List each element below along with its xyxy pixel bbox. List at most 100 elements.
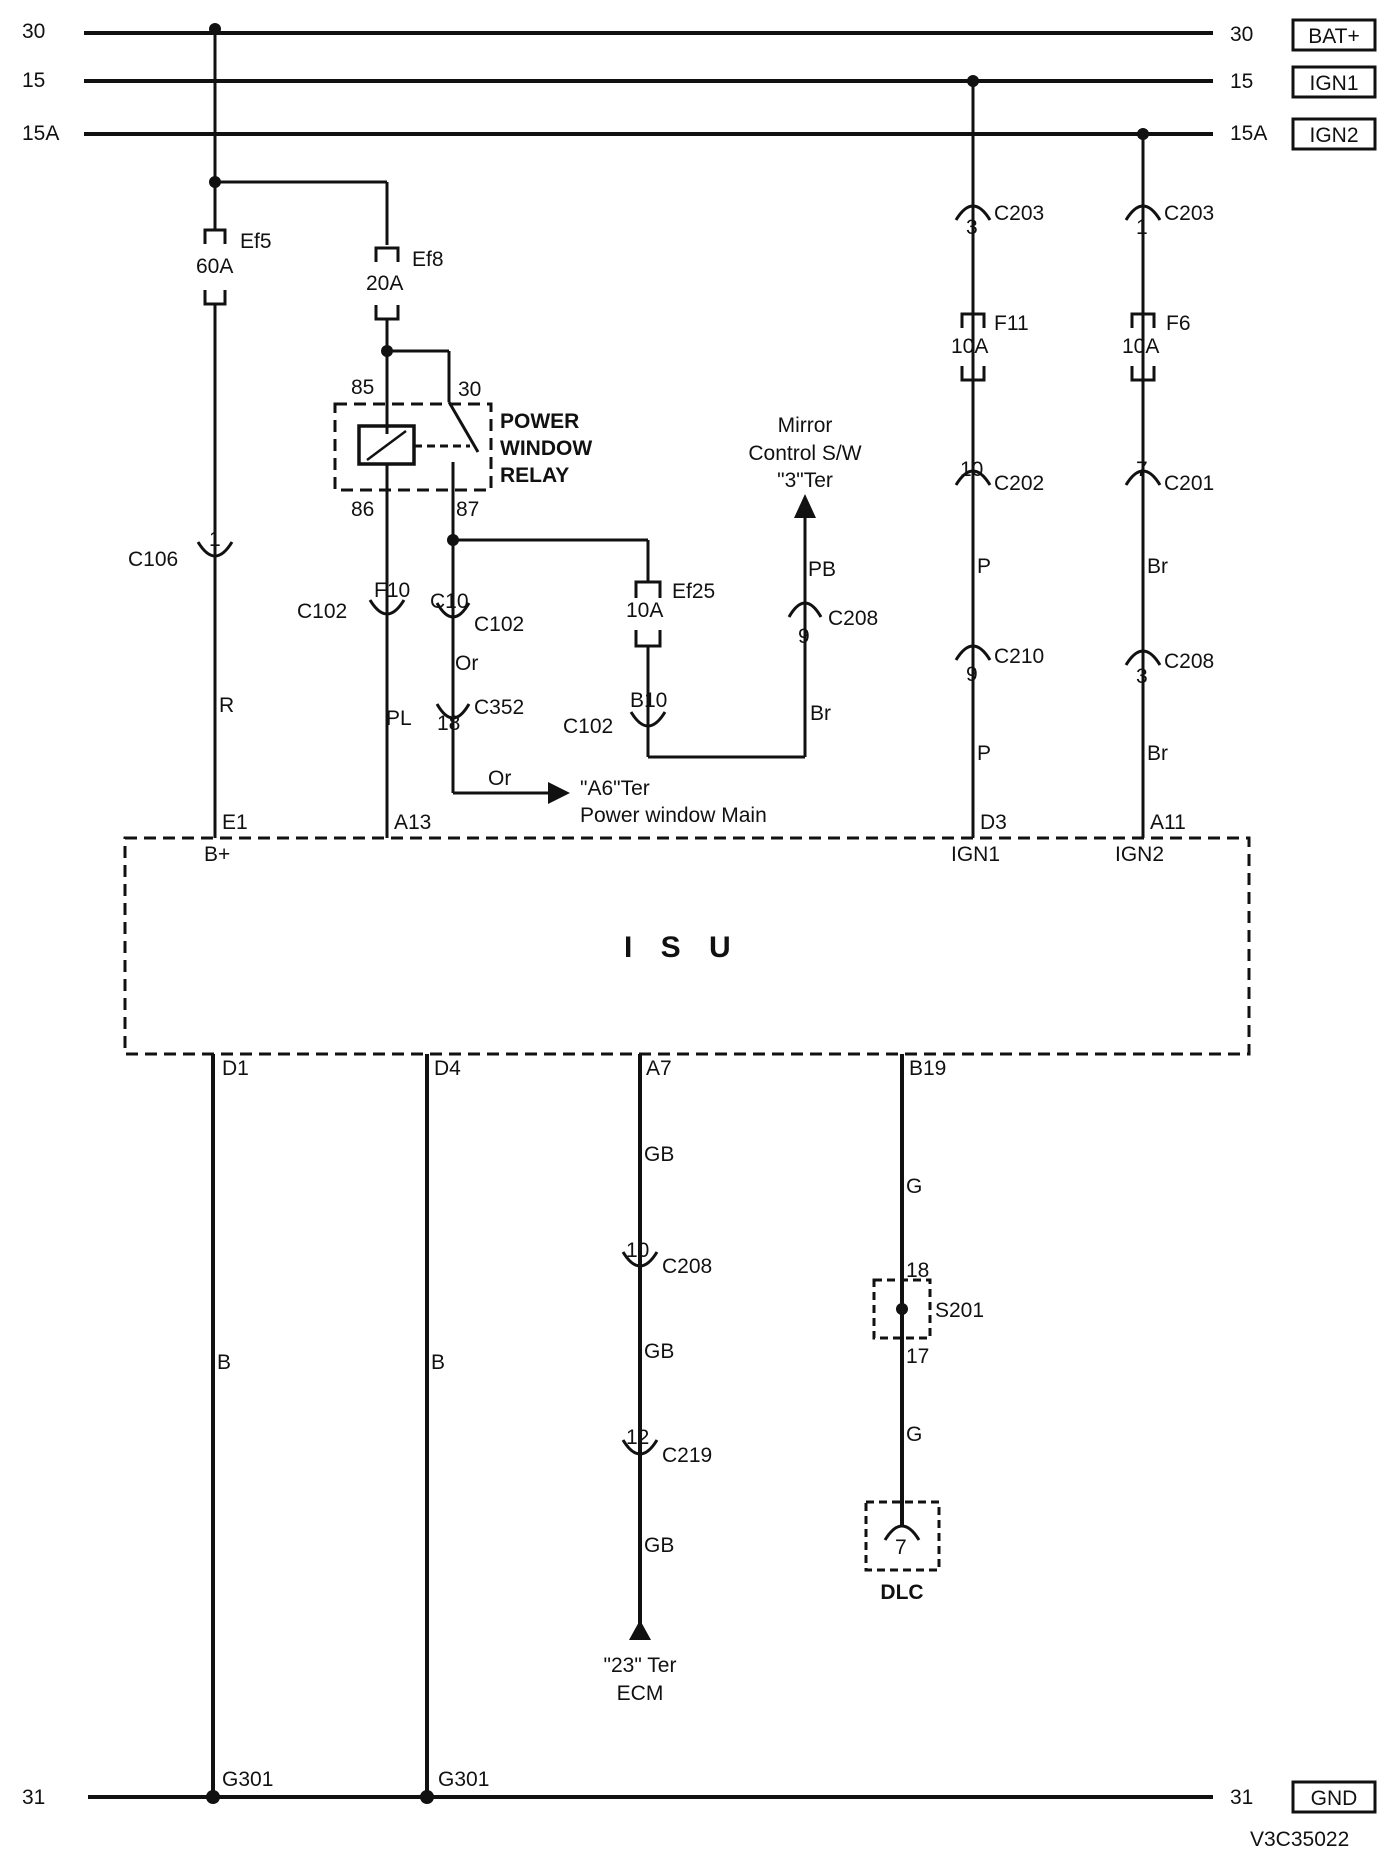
fuse-f11-rating: 10A <box>951 335 988 358</box>
fuse-f6-name: F6 <box>1166 312 1191 335</box>
connector-c201-name: C201 <box>1164 472 1214 495</box>
relay-title-line2: WINDOW <box>500 437 592 460</box>
connector-c201-pin: 7 <box>1136 458 1148 481</box>
fuse-ef25-top <box>634 580 662 598</box>
fuse-ef5-name: Ef5 <box>240 230 272 253</box>
connector-c201-symbol <box>1124 469 1162 486</box>
relay-switch-arm <box>447 401 480 453</box>
circuit-ign2: 1 C203 F6 10A 7 C201 Br 3 C208 Br A11 <box>1122 128 1214 838</box>
figure-id: V3C35022 <box>1250 1828 1349 1851</box>
isu-box <box>123 836 1251 1056</box>
wire-color-g2: G <box>906 1423 922 1446</box>
isu-pin-d4: D4 <box>434 1057 461 1080</box>
ign1-tag: IGN1 <box>1309 72 1358 95</box>
rail-15a-right-label: 15A <box>1230 122 1267 145</box>
splice-s201-name: S201 <box>935 1299 984 1322</box>
relay-title-line3: RELAY <box>500 464 569 487</box>
wire-color-d1: B <box>217 1351 231 1374</box>
connector-c102-f10-name: C102 <box>297 600 347 623</box>
connector-c210-name: C210 <box>994 645 1044 668</box>
ign2-tag: IGN2 <box>1309 124 1358 147</box>
connector-c208-ign2-pin: 3 <box>1136 665 1148 688</box>
fuse-f11-bottom <box>960 366 986 382</box>
isu-pin-b19: B19 <box>909 1057 946 1080</box>
splice-s201-pin-top: 18 <box>906 1259 929 1282</box>
ign2-tag-box <box>1291 117 1377 151</box>
arrow-to-ecm <box>629 1620 651 1640</box>
circuit-power-window-relay: Ef8 20A 85 30 86 87 POWER WINDOW RELAY F… <box>297 182 878 838</box>
isu-pin-ign1: IGN1 <box>951 843 1000 866</box>
relay-title-line1: POWER <box>500 410 579 433</box>
fuse-f6-bottom <box>1130 366 1156 382</box>
mirror-label-line1: Mirror <box>778 414 833 437</box>
ecm-terminal-label: "23" Ter <box>604 1654 677 1677</box>
rail-30: 30 30 BAT+ <box>22 18 1377 52</box>
connector-c208-a7-name: C208 <box>662 1255 712 1278</box>
rail-30-right-label: 30 <box>1230 23 1253 46</box>
wire-color-or-lower: Or <box>488 767 511 790</box>
wire-color-br-mirror: Br <box>810 702 831 725</box>
arrow-to-mirror-control <box>794 494 816 518</box>
isu-pin-ign2: IGN2 <box>1115 843 1164 866</box>
wire-color-gb1: GB <box>644 1143 674 1166</box>
isu-module: B+ IGN1 IGN2 I S U D1 D4 A7 B19 <box>123 836 1251 1080</box>
connector-c203-ign1-pin: 3 <box>966 216 978 239</box>
wire-color-gb3: GB <box>644 1534 674 1557</box>
rail-15-right-label: 15 <box>1230 70 1253 93</box>
ign1-tag-box <box>1291 65 1377 99</box>
wire-color-g1: G <box>906 1175 922 1198</box>
connector-c352-name: C352 <box>474 696 524 719</box>
splice-s201-pin-bottom: 17 <box>906 1345 929 1368</box>
ground-g301-2: G301 <box>438 1768 489 1791</box>
relay-pin-30: 30 <box>458 378 481 401</box>
isu-pin-a13: A13 <box>394 811 431 834</box>
connector-c202-pin: 10 <box>960 458 983 481</box>
ground-dot <box>206 1790 220 1804</box>
connector-dlc-name: DLC <box>880 1581 923 1604</box>
circuit-e1-battery: Ef5 60A 1 C106 R E1 <box>128 23 387 838</box>
rail-15: 15 15 IGN1 <box>22 65 1377 99</box>
isu-pin-a7: A7 <box>646 1057 672 1080</box>
circuit-ground: B B G301 G301 <box>206 1054 489 1804</box>
fuse-f6-top <box>1130 312 1156 328</box>
connector-c203-ign1-name: C203 <box>994 202 1044 225</box>
rail-15a-left-label: 15A <box>22 122 59 145</box>
wire-color-br-upper: Br <box>1147 555 1168 578</box>
connector-c102-f10-symbol <box>368 599 406 616</box>
rail-31-right-label: 31 <box>1230 1786 1253 1809</box>
circuit-ecm: GB 10 C208 GB 12 C219 GB "23" Ter ECM <box>604 1054 712 1705</box>
rail-31-left-label: 31 <box>22 1786 45 1809</box>
dlc-box <box>864 1500 941 1572</box>
connector-c102-c10-pin: C10 <box>430 590 469 613</box>
connector-c102-c10-symbol <box>435 602 471 619</box>
fuse-ef5-rating: 60A <box>196 255 233 278</box>
fuse-ef8-top <box>374 246 400 262</box>
rail-31: 31 31 GND <box>22 1780 1377 1814</box>
connector-c203-ign2-pin: 1 <box>1136 216 1148 239</box>
connector-c208-a7-pin: 10 <box>626 1239 649 1262</box>
connector-c102-b10-name: C102 <box>563 715 613 738</box>
splice-s201-box <box>872 1278 932 1340</box>
relay-pin-85: 85 <box>351 376 374 399</box>
wire-color-p-upper: P <box>977 555 991 578</box>
connector-c352-symbol <box>435 703 471 720</box>
fuse-ef5-bottom <box>203 290 227 306</box>
connector-c106-pin: 1 <box>209 528 221 551</box>
wire-color-br-lower: Br <box>1147 742 1168 765</box>
fuse-f6-rating: 10A <box>1122 335 1159 358</box>
wire-color-p-lower: P <box>977 742 991 765</box>
connector-c102-c10-name: C102 <box>474 613 524 636</box>
fuse-f11-top <box>960 312 986 328</box>
relay-box <box>333 402 493 492</box>
connector-c219-name: C219 <box>662 1444 712 1467</box>
connector-c102-f10-pin: F10 <box>374 579 410 602</box>
fuse-ef25-rating: 10A <box>626 599 663 622</box>
fuse-ef8-name: Ef8 <box>412 248 444 271</box>
pw-main-label: Power window Main <box>580 804 767 827</box>
connector-c352-pin: 18 <box>437 712 460 735</box>
rail-30-left-label: 30 <box>22 20 45 43</box>
splice-s201-dot <box>896 1303 908 1315</box>
connector-c210-pin: 9 <box>966 663 978 686</box>
connector-c202-name: C202 <box>994 472 1044 495</box>
ground-dot <box>420 1790 434 1804</box>
